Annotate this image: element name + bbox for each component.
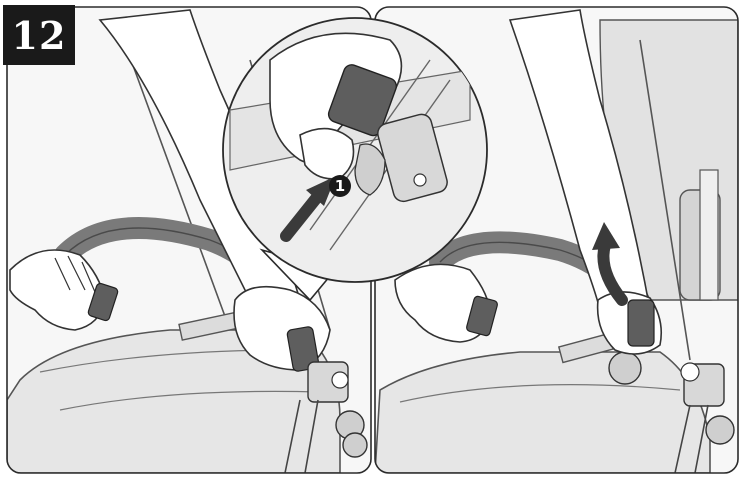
svg-text:1: 1	[335, 177, 345, 195]
callout-step-marker: 1	[329, 175, 351, 197]
magnifier-callout: 1	[222, 17, 488, 302]
push-arrow-icon	[280, 176, 336, 242]
step-number-badge: 12	[3, 5, 75, 65]
lift-arrow-icon	[592, 222, 628, 306]
